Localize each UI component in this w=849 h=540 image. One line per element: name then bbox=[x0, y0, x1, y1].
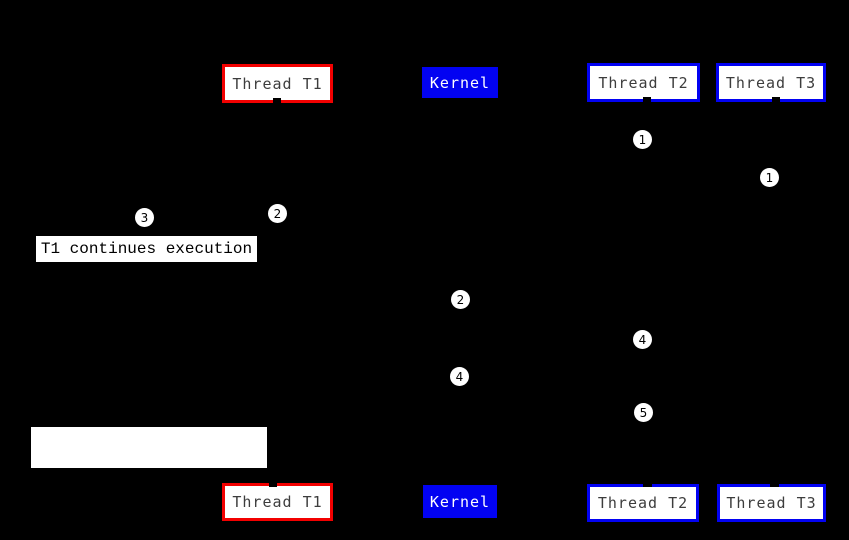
lifeline-notch bbox=[772, 97, 780, 105]
thread-t1-box-bottom: Thread T1 bbox=[222, 483, 333, 521]
step-marker-3: 3 bbox=[135, 208, 154, 227]
kernel-box-top: Kernel bbox=[422, 67, 498, 98]
thread-t3-box-top: Thread T3 bbox=[716, 63, 826, 102]
lifeline-notch bbox=[643, 480, 652, 487]
step-marker-4-thread-t2: 4 bbox=[633, 330, 652, 349]
thread-t2-box-top: Thread T2 bbox=[587, 63, 700, 102]
step-marker-1-thread-t2: 1 bbox=[633, 130, 652, 149]
thread-t3-box-bottom: Thread T3 bbox=[717, 484, 826, 522]
annotation-t1-continues-execution: T1 continues execution bbox=[36, 236, 257, 262]
lifeline-notch bbox=[643, 97, 651, 105]
thread-t1-box-top: Thread T1 bbox=[222, 64, 333, 103]
lifeline-notch bbox=[269, 480, 277, 487]
step-marker-2-thread-t1: 2 bbox=[268, 204, 287, 223]
step-marker-5-thread-t2: 5 bbox=[634, 403, 653, 422]
step-marker-1-thread-t3: 1 bbox=[760, 168, 779, 187]
blank-note-box bbox=[31, 427, 267, 468]
lifeline-notch bbox=[770, 480, 779, 487]
thread-t2-box-bottom: Thread T2 bbox=[587, 484, 699, 522]
step-marker-2-kernel: 2 bbox=[451, 290, 470, 309]
step-marker-4-kernel: 4 bbox=[450, 367, 469, 386]
kernel-box-bottom: Kernel bbox=[423, 485, 497, 518]
lifeline-notch bbox=[273, 98, 281, 106]
